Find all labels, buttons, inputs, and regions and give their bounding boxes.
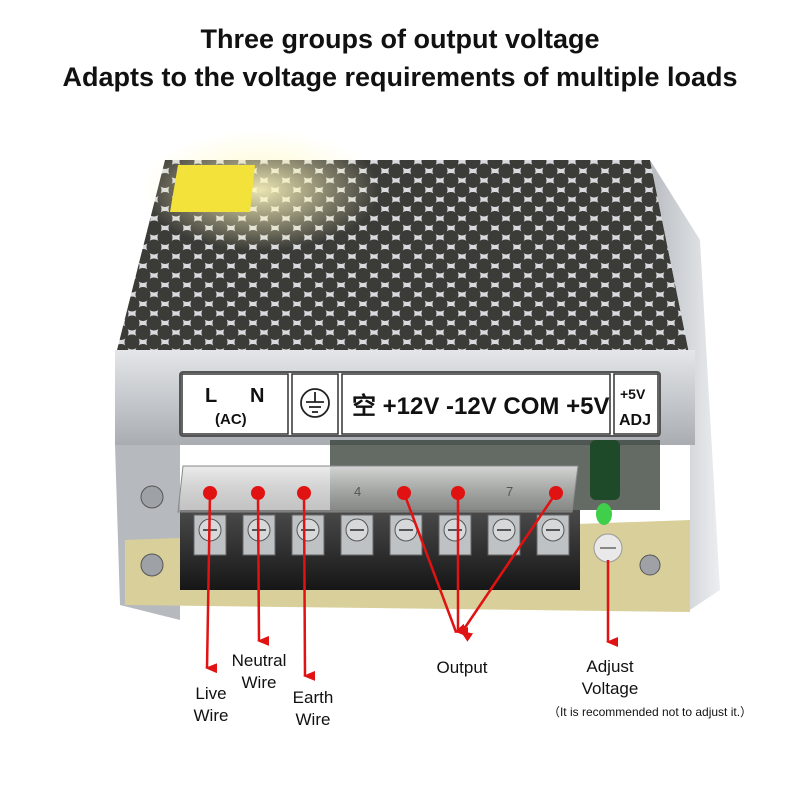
adj-label-box <box>613 373 659 435</box>
case-screw <box>140 553 164 577</box>
label-adj-top: +5V <box>620 386 646 402</box>
callout-arrows <box>205 492 618 681</box>
label-neutral-wire: Neutral Wire <box>231 651 287 692</box>
arrow-earth <box>302 492 316 681</box>
earth-ground-icon <box>300 388 330 418</box>
terminal-number-7: 7 <box>506 484 513 499</box>
label-earth-wire: Earth Wire <box>292 688 334 729</box>
label-live-wire: Live Wire <box>193 684 229 725</box>
terminal-number-4: 4 <box>354 484 361 499</box>
terminal-clear-cover <box>177 465 579 513</box>
arrow-live <box>205 492 218 674</box>
earth-label-box <box>291 373 339 435</box>
case-screw <box>639 554 661 576</box>
adjust-note: （It is recommended not to adjust it.） <box>547 705 753 719</box>
case-side-panel <box>650 160 720 610</box>
headline-line-2: Adapts to the voltage requirements of mu… <box>62 62 738 92</box>
label-adj-bottom: ADJ <box>619 412 651 429</box>
label-ac: (AC) <box>215 411 247 428</box>
warning-sticker <box>170 165 255 212</box>
label-n: N <box>250 385 264 407</box>
label-output: Output <box>436 658 488 677</box>
ac-label-box <box>181 373 289 435</box>
label-outputs: 空 +12V -12V COM +5V <box>352 392 609 420</box>
label-adjust-voltage: Adjust Voltage <box>581 657 639 698</box>
capacitor <box>590 440 620 500</box>
arrow-neutral <box>256 492 270 646</box>
light-glare <box>140 130 380 250</box>
label-l: L <box>205 385 217 407</box>
headline-line-1: Three groups of output voltage <box>200 24 600 54</box>
power-led <box>596 503 612 525</box>
terminal-label-plate <box>179 371 661 437</box>
arrow-output-1 <box>402 492 468 634</box>
output-label-box <box>341 373 611 435</box>
arrow-output-3 <box>460 492 558 642</box>
case-screw <box>140 485 164 509</box>
terminal-screws <box>193 514 570 556</box>
